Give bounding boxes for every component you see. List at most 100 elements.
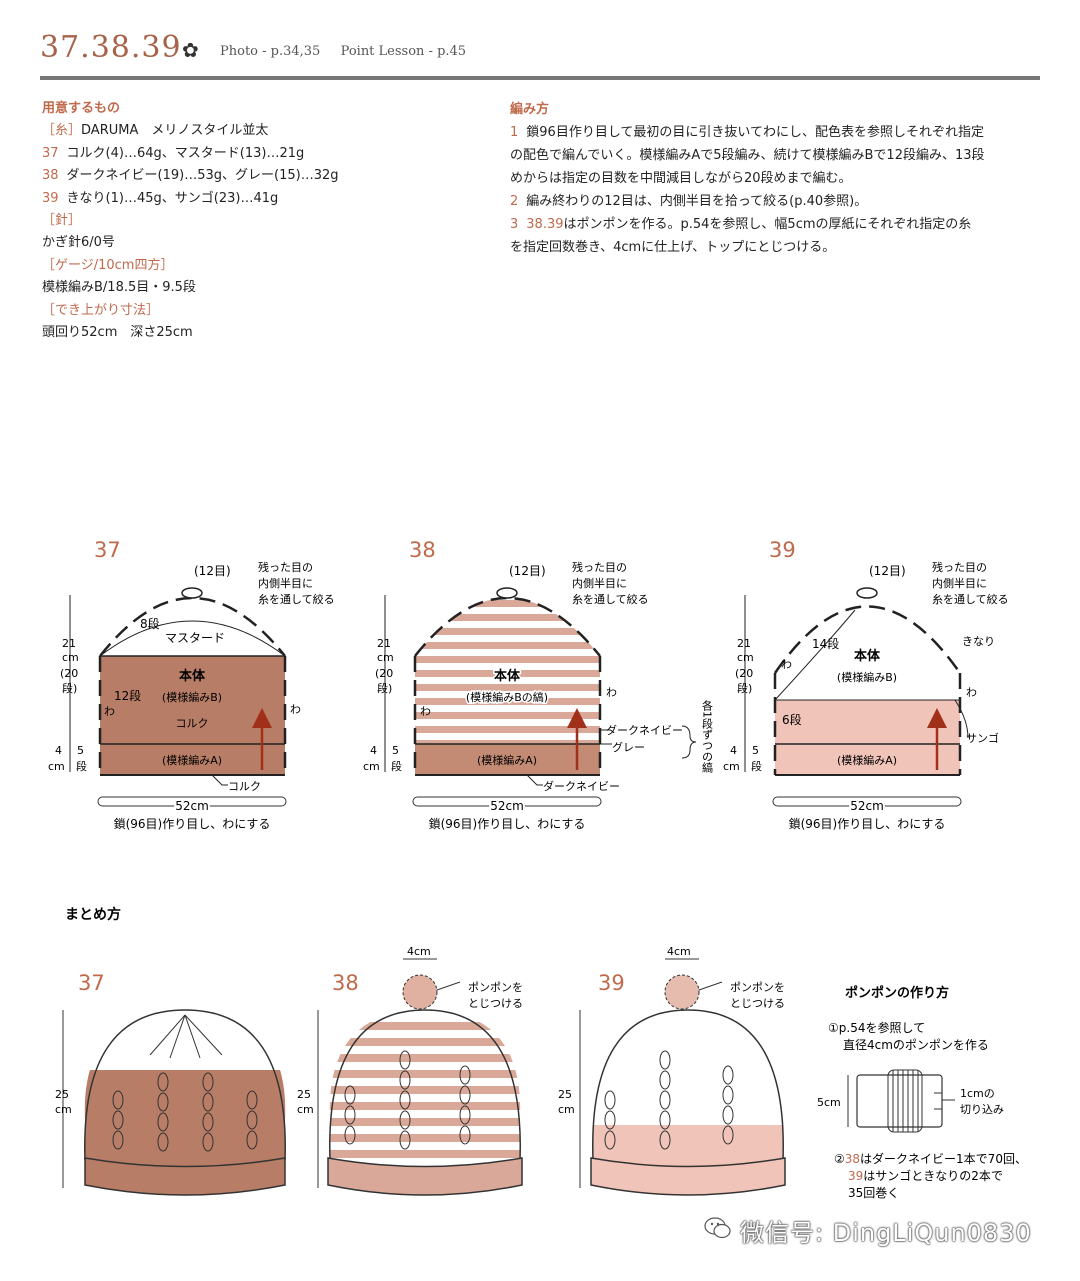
hat-outline bbox=[592, 1009, 784, 1161]
needle-value: かぎ針6/0号 bbox=[42, 235, 115, 251]
material-text: きなり(1)…45g、サンゴ(23)…41g bbox=[66, 190, 279, 206]
height-label: 21 bbox=[62, 637, 76, 650]
pompom-size: 4cm bbox=[667, 945, 691, 958]
pattern-b-label: (模様編みBの縞) bbox=[466, 690, 548, 704]
wa-label: わ bbox=[420, 705, 431, 718]
gauge-label: ［ゲージ/10cm四方］ bbox=[42, 257, 174, 273]
hat-brim bbox=[590, 1157, 786, 1196]
gather-note: 糸を通して絞る bbox=[572, 592, 649, 606]
top-opening bbox=[856, 587, 878, 599]
pattern-a-label: (模様編みA) bbox=[477, 753, 537, 767]
gather-note: 糸を通して絞る bbox=[932, 592, 1009, 606]
gather-note: 内側半目に bbox=[572, 576, 627, 590]
upper-rows: 14段 bbox=[812, 636, 839, 651]
band-rows: 段 bbox=[751, 759, 762, 773]
gather-note: 糸を通して絞る bbox=[258, 592, 335, 606]
cut-note: 1cmの bbox=[960, 1087, 995, 1100]
height-label: (20 bbox=[375, 667, 393, 680]
step-1-line-2: の配色で編んでいく。模様編みAで5段編み、続けて模様編みBで12段編み、13段 bbox=[510, 148, 985, 163]
height-label: cm bbox=[62, 651, 79, 664]
material-number: 39 bbox=[42, 190, 59, 206]
top-stitches: (12目) bbox=[509, 564, 546, 578]
photo-reference: Photo - p.34,35 bbox=[220, 44, 321, 59]
material-line-39: 39 きなり(1)…45g、サンゴ(23)…41g bbox=[42, 188, 339, 210]
step-number: 1 bbox=[510, 125, 519, 140]
pattern-b-label: (模様編みB) bbox=[837, 670, 897, 684]
band-height: 4 bbox=[370, 744, 377, 757]
size-label: ［でき上がり寸法］ bbox=[42, 302, 160, 318]
band-height: 4 bbox=[55, 744, 62, 757]
pompom-step2: 39はサンゴときなりの2本で bbox=[848, 1168, 1003, 1183]
gather-note: 内側半目に bbox=[258, 576, 313, 590]
gather-note: 残った目の bbox=[572, 560, 627, 574]
hat-number: 38 bbox=[332, 971, 359, 995]
wa-label: わ bbox=[966, 686, 977, 699]
step2-num-38: 38 bbox=[845, 1152, 860, 1166]
step2-prefix: ② bbox=[834, 1152, 845, 1166]
hat-brim bbox=[327, 1157, 523, 1196]
diagram-number: 37 bbox=[94, 538, 121, 562]
top-stitches: (12目) bbox=[194, 564, 231, 578]
wechat-icon bbox=[704, 1217, 731, 1239]
step-1-line-3: めからは指定の目数を中間減目しながら20段めまで編む。 bbox=[510, 171, 852, 186]
band-height: cm bbox=[363, 760, 380, 773]
pattern-b-label: (模様編みB) bbox=[162, 690, 222, 704]
watermark-text: 微信号: DingLiQun0830 bbox=[740, 1219, 1032, 1247]
hat-number: 39 bbox=[598, 971, 625, 995]
crown-outline bbox=[99, 596, 286, 657]
height-label: 段) bbox=[377, 681, 392, 695]
hat-height: cm bbox=[297, 1103, 314, 1116]
body-color: コルク bbox=[176, 717, 209, 730]
step-text: 編み終わりの12目は、内側半目を拾って絞る(p.40参照)。 bbox=[526, 194, 868, 209]
page-title: 37.38.39 bbox=[40, 30, 182, 65]
step-number: 3 bbox=[510, 217, 519, 232]
width-label: 52cm bbox=[490, 799, 524, 813]
gather-note: 残った目の bbox=[932, 560, 987, 574]
chain-label: 鎖(96目)作り目し、わにする bbox=[114, 816, 271, 831]
lower-rows: 6段 bbox=[782, 712, 802, 727]
step-2: 2 編み終わりの12目は、内側半目を拾って絞る(p.40参照)。 bbox=[510, 190, 985, 213]
band-region bbox=[415, 744, 600, 775]
band-height: 4 bbox=[730, 744, 737, 757]
wa-label: わ bbox=[781, 658, 792, 671]
diagram-37: 37 (12目) 残った目の 内側半目に 糸を通して絞る 8段 マスタード 本体… bbox=[48, 538, 335, 831]
band-rows: 段 bbox=[391, 759, 402, 773]
pompom-step1: 直径4cmのポンポンを作る bbox=[843, 1038, 989, 1052]
hat-height: 25 bbox=[558, 1088, 572, 1101]
pompom bbox=[664, 974, 700, 1010]
pompom bbox=[402, 974, 438, 1010]
pompom-step2: ②38はダークネイビー1本で70回、 bbox=[834, 1151, 1027, 1166]
finishing-heading: まとめ方 bbox=[65, 906, 121, 923]
yarn-line: ［糸］DARUMA メリノスタイル並太 bbox=[42, 120, 339, 142]
cable-pattern bbox=[604, 1050, 734, 1150]
diagram-39: 39 (12目) 残った目の 内側半目に 糸を通して絞る 14段 きなり 本体 … bbox=[723, 538, 1009, 831]
hat-outline bbox=[84, 1009, 286, 1161]
finished-hat-38: 38 4cm ポンポンを とじつける 25 cm bbox=[297, 945, 523, 1196]
height-label: (20 bbox=[735, 667, 753, 680]
diagram-38: 38 (12目) 残った目の 内側半目に 糸を通して絞る 本体 (模様編みBの縞… bbox=[363, 538, 714, 831]
band-height: cm bbox=[48, 760, 65, 773]
gauge-value: 模様編みB/18.5目・9.5段 bbox=[42, 280, 196, 296]
pompom-note: ポンポンを bbox=[468, 981, 523, 994]
step2-line1: はダークネイビー1本で70回、 bbox=[860, 1151, 1027, 1166]
chain-label: 鎖(96目)作り目し、わにする bbox=[789, 816, 946, 831]
band-rows: 5 bbox=[392, 744, 399, 757]
wa-label: わ bbox=[104, 705, 115, 718]
hat-stripes bbox=[329, 1022, 521, 1158]
pattern-a-label: (模様編みA) bbox=[837, 753, 897, 767]
cable-pattern bbox=[112, 1072, 258, 1152]
card-width: 5cm bbox=[817, 1096, 841, 1109]
step-number: 2 bbox=[510, 194, 519, 209]
lower-color: サンゴ bbox=[966, 731, 999, 745]
cut-note: 切り込み bbox=[960, 1103, 1004, 1116]
body-region bbox=[100, 656, 285, 744]
cable-pattern bbox=[344, 1050, 471, 1150]
pompom-note: ポンポンを bbox=[730, 981, 785, 994]
height-label: cm bbox=[737, 651, 754, 664]
material-text: ダークネイビー(19)…53g、グレー(15)…32g bbox=[66, 168, 339, 184]
